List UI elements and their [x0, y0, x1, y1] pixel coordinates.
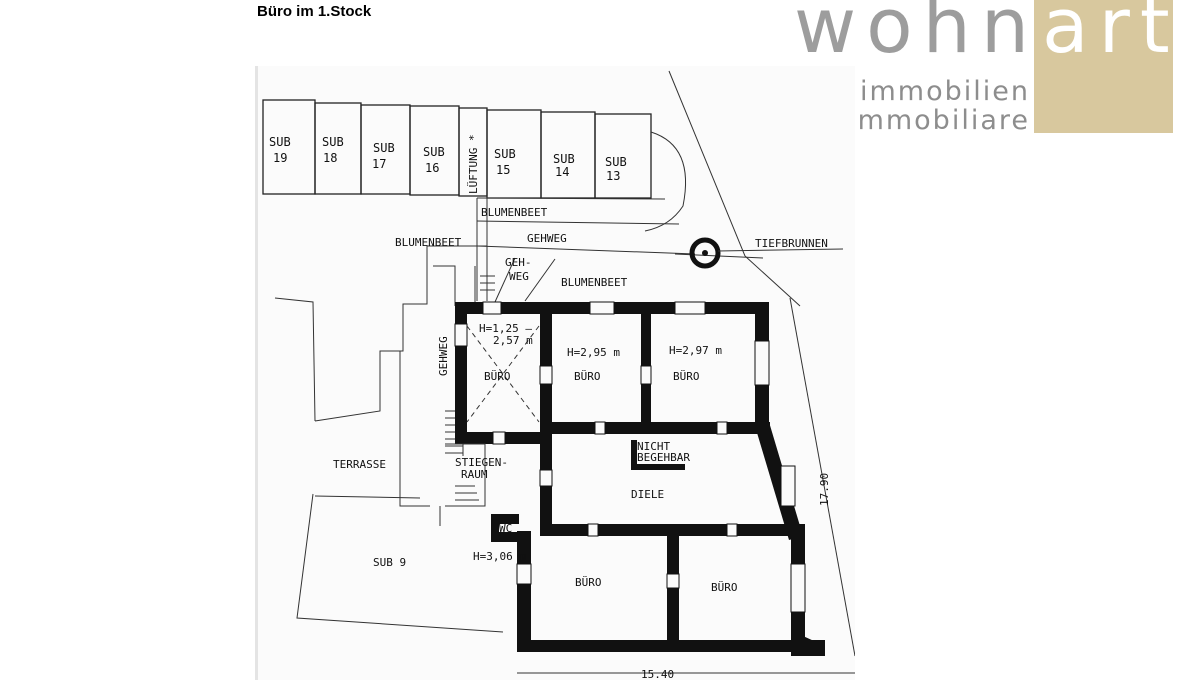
- sub9-outline: [296, 493, 504, 633]
- scan-edge: [255, 66, 258, 680]
- walkway-edge: [433, 265, 456, 306]
- parking-number: 15: [496, 163, 510, 177]
- wall-nicht-begehbar-left: [631, 440, 637, 470]
- stairwell-label: RAUM: [461, 468, 488, 481]
- parking-number: 17: [372, 157, 386, 171]
- room-height-label: 2,57 m: [493, 334, 533, 347]
- walkway-short-label-1: GEH-: [505, 256, 532, 269]
- dimension-line-depth: [789, 297, 855, 657]
- walkway-border: [476, 245, 696, 255]
- flower-bed-top-label: BLUMENBEET: [481, 206, 548, 219]
- floor-plan-drawing: SUB 19 SUB 18 SUB 17 SUB 16 LÜFTUNG * SU…: [255, 66, 855, 680]
- room-height-label: H=3,06 m: [473, 550, 526, 563]
- well-symbol: [689, 237, 844, 269]
- inaccessible-label: BEGEHBAR: [637, 451, 690, 464]
- wall-wc-left: [491, 514, 499, 540]
- parking-label: SUB: [423, 145, 445, 159]
- logo-subtitle-immobiliare: immobiliare: [848, 105, 1030, 136]
- parking-label: SUB: [494, 147, 516, 161]
- terrace-edge: [314, 495, 421, 499]
- stairwell-lines: [445, 325, 540, 507]
- floor-plan: SUB 19 SUB 18 SUB 17 SUB 16 LÜFTUNG * SU…: [255, 66, 855, 680]
- room-label-buero: BÜRO: [711, 581, 738, 594]
- room-height-label: H=1,25 –: [479, 322, 532, 335]
- parking-row: [262, 99, 652, 199]
- bed-border: [476, 197, 666, 200]
- room-label-buero: BÜRO: [574, 370, 601, 383]
- wall-west-lower: [517, 531, 531, 651]
- wall-interior-3: [667, 536, 679, 646]
- wall-interior-horizontal-1: [540, 422, 770, 434]
- parking-label: SUB: [553, 152, 575, 166]
- wall-wc-top: [491, 514, 519, 524]
- room-labels: H=1,25 – 2,57 m BÜRO H=2,95 m BÜRO H=2,9…: [455, 322, 738, 594]
- wc-label: WC: [499, 522, 512, 535]
- parking-number: 18: [323, 151, 337, 165]
- room-label-buero: BÜRO: [673, 370, 700, 383]
- parking-number: 13: [606, 169, 620, 183]
- depth-dimension: 17.90: [818, 473, 831, 506]
- room-label-buero: BÜRO: [484, 370, 511, 383]
- windows: [454, 301, 806, 613]
- wall-east-angled: [755, 422, 803, 540]
- wall-interior-horizontal-3: [540, 524, 805, 536]
- walkway-edge: [494, 257, 516, 303]
- property-line: [668, 70, 746, 257]
- parking-label: SUB: [269, 135, 291, 149]
- logo-accent-box: [1034, 0, 1173, 133]
- parking-space-13: [594, 113, 652, 199]
- bed-border: [476, 220, 680, 225]
- room-height-label: H=2,97 m: [669, 344, 722, 357]
- logo-word-wohn: wohn: [794, 0, 1039, 70]
- wall-nicht-begehbar-bottom: [631, 464, 685, 470]
- walkway-edge: [399, 351, 430, 507]
- logo-subtitle-immobilien: immobilien: [860, 76, 1030, 107]
- driveway-curve: [644, 131, 687, 232]
- stair-outline: [445, 443, 486, 507]
- well-label: TIEFBRUNNEN: [755, 237, 828, 250]
- neighbour-outline: [274, 297, 316, 422]
- parking-number: 16: [425, 161, 439, 175]
- parking-label: SUB: [373, 141, 395, 155]
- flower-bed-middle-label: BLUMENBEET: [561, 276, 628, 289]
- parking-number: 19: [273, 151, 287, 165]
- wall-west-upper: [455, 302, 467, 437]
- stairwell-label: STIEGEN-: [455, 456, 508, 469]
- walkway-edge: [524, 258, 556, 302]
- ventilation-label: LÜFTUNG *: [467, 134, 480, 194]
- wohnart-logo: wohn art immobilien immobiliare: [790, 0, 1176, 134]
- inaccessible-label: NICHT: [637, 440, 670, 453]
- wall-interior-1: [540, 314, 552, 526]
- parking-labels: SUB 19 SUB 18 SUB 17 SUB 16 LÜFTUNG * SU…: [269, 134, 627, 194]
- terrace-outline: [314, 246, 428, 422]
- width-dimension: 15.40: [641, 668, 674, 680]
- dimension-labels: 15.40 17.90: [641, 473, 831, 680]
- storage-unit-label: SUB 9: [373, 556, 406, 569]
- logo-word-art: art: [1042, 0, 1180, 70]
- walkway-vertical-label: GEHWEG: [437, 336, 450, 376]
- parking-label: SUB: [322, 135, 344, 149]
- terrace-label: TERRASSE: [333, 458, 386, 471]
- page-title: Büro im 1.Stock: [257, 3, 372, 20]
- parking-number: 14: [555, 165, 569, 179]
- room-label-buero: BÜRO: [575, 576, 602, 589]
- walkway-label: GEHWEG: [527, 232, 567, 245]
- hall-label: DIELE: [631, 488, 664, 501]
- parking-label: SUB: [605, 155, 627, 169]
- outdoor-lines: [274, 70, 855, 674]
- walkway-short-label-2: WEG: [509, 270, 529, 283]
- room-height-label: H=2,95 m: [567, 346, 620, 359]
- outdoor-labels: BLUMENBEET BLUMENBEET GEHWEG GEH- WEG BL…: [333, 206, 828, 569]
- wall-wc-bottom: [491, 532, 531, 542]
- property-line: [744, 255, 801, 307]
- flower-bed-left-label: BLUMENBEET: [395, 236, 462, 249]
